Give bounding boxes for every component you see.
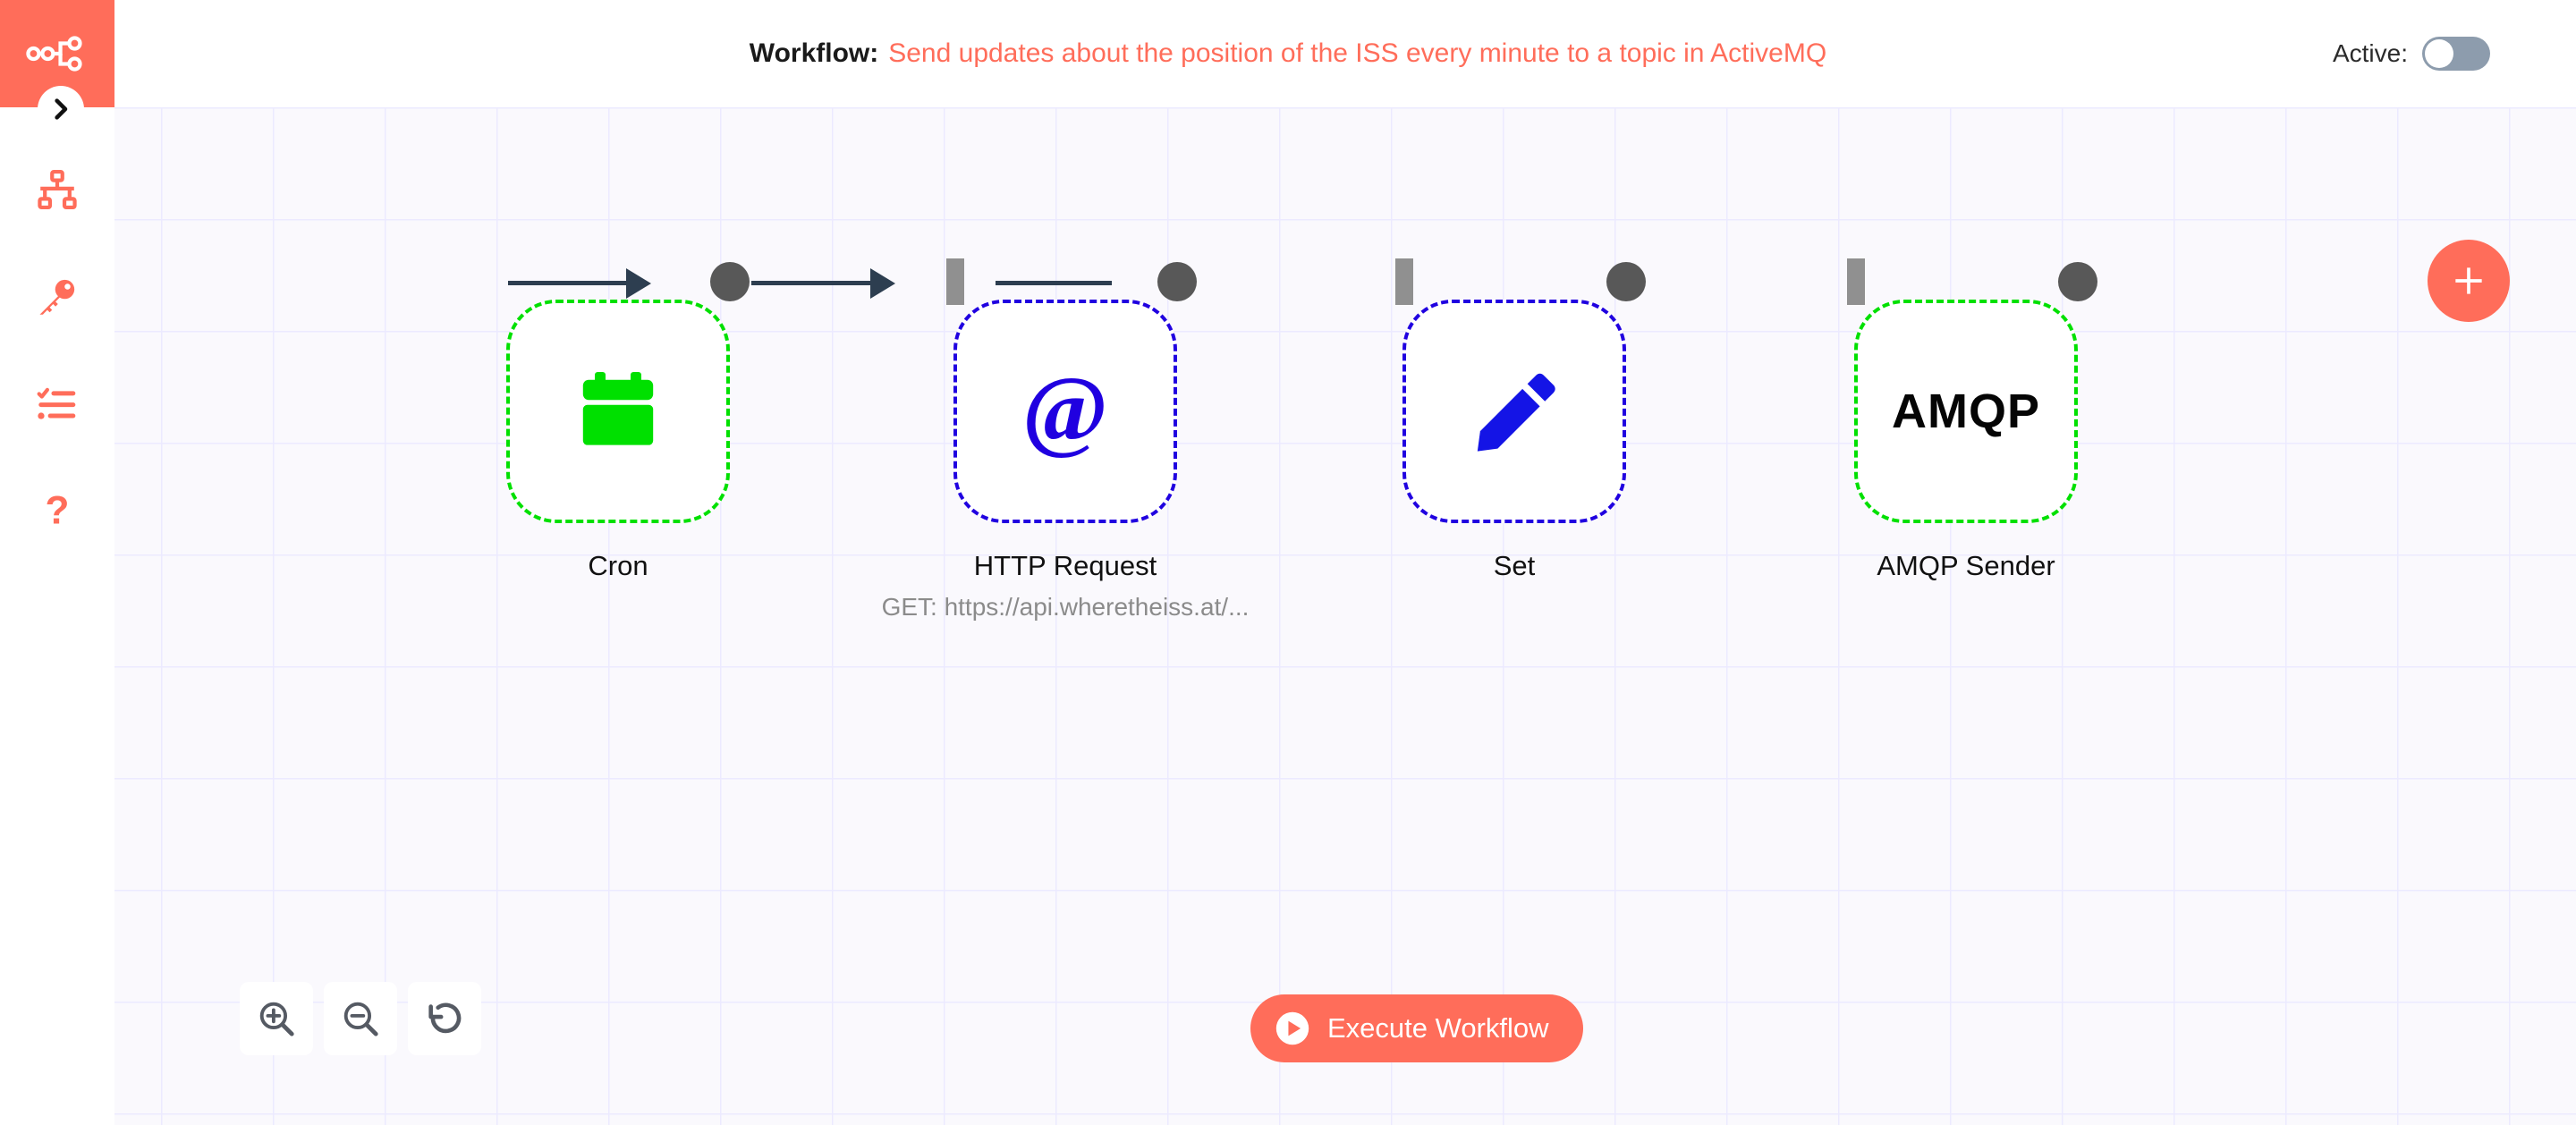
n8n-logo-icon xyxy=(26,36,82,72)
sidebar-item-help[interactable]: ? xyxy=(0,458,114,565)
sitemap-icon xyxy=(38,169,77,210)
add-node-button[interactable] xyxy=(2428,240,2510,322)
zoom-out-button[interactable] xyxy=(324,982,397,1055)
top-header: Workflow: Send updates about the positio… xyxy=(0,0,2576,107)
node-cron-label: Cron xyxy=(588,550,648,581)
calendar-icon xyxy=(582,372,654,445)
undo-icon xyxy=(428,1002,462,1034)
play-circle-icon xyxy=(1275,1011,1309,1045)
node-set-label: Set xyxy=(1493,550,1536,581)
active-label: Active: xyxy=(2332,39,2408,67)
active-toggle-group: Active: xyxy=(2333,0,2490,107)
chevron-right-icon xyxy=(55,98,68,120)
at-sign-icon: @ xyxy=(1022,363,1108,460)
sidebar-expand-button[interactable] xyxy=(38,86,84,132)
workflow-name[interactable]: Send updates about the position of the I… xyxy=(888,38,1827,68)
node-amqp-sender-input-endpoint[interactable] xyxy=(1847,258,1865,305)
svg-text:@: @ xyxy=(1022,363,1108,460)
node-set-input-endpoint[interactable] xyxy=(1395,258,1413,305)
node-http-request-output-endpoint[interactable] xyxy=(1157,262,1197,301)
connection-arrow-cron-http xyxy=(626,268,651,299)
node-http-request-sublabel: GET: https://api.wheretheiss.at/... xyxy=(881,593,1250,621)
node-http-request[interactable]: @ xyxy=(953,300,1177,523)
tasks-icon xyxy=(37,387,76,419)
svg-text:?: ? xyxy=(46,491,70,532)
workflow-label: Workflow: xyxy=(749,38,879,68)
execute-workflow-button[interactable]: Execute Workflow xyxy=(1250,994,1583,1062)
magnifier-plus-icon xyxy=(259,1002,294,1036)
sidebar-item-executions[interactable] xyxy=(0,351,114,458)
node-http-request-label: HTTP Request xyxy=(973,550,1157,581)
workflow-canvas[interactable]: Cron @ HTTP Request GET: https://api.whe… xyxy=(114,107,2576,1125)
amqp-text-icon: AMQP xyxy=(1892,385,2040,438)
node-cron-output-endpoint[interactable] xyxy=(710,262,750,301)
workflow-title: Workflow: Send updates about the positio… xyxy=(0,0,2576,107)
active-toggle-knob xyxy=(2425,39,2453,68)
node-amqp-sender-label: AMQP Sender xyxy=(1877,550,2055,581)
pencil-icon xyxy=(1477,373,1555,452)
reset-zoom-button[interactable] xyxy=(408,982,481,1055)
sidebar-menu: ? xyxy=(0,136,114,565)
key-icon xyxy=(39,279,75,315)
node-amqp-sender[interactable]: AMQP xyxy=(1854,300,2078,523)
plus-icon xyxy=(2455,267,2482,294)
sidebar-item-credentials[interactable] xyxy=(0,243,114,351)
node-set[interactable] xyxy=(1402,300,1626,523)
connection-http-set[interactable] xyxy=(751,281,875,285)
execute-workflow-label: Execute Workflow xyxy=(1327,1012,1549,1044)
zoom-in-button[interactable] xyxy=(240,982,313,1055)
question-mark-icon: ? xyxy=(46,491,70,532)
magnifier-minus-icon xyxy=(343,1002,378,1036)
connection-cron-http[interactable] xyxy=(508,281,631,285)
connection-arrow-http-set xyxy=(870,268,895,299)
zoom-toolbar xyxy=(240,982,481,1055)
node-amqp-sender-output-endpoint[interactable] xyxy=(2058,262,2097,301)
node-set-output-endpoint[interactable] xyxy=(1606,262,1646,301)
node-cron[interactable] xyxy=(506,300,730,523)
connection-set-amqp[interactable] xyxy=(996,281,1112,285)
n8n-logo-button[interactable] xyxy=(0,0,114,107)
node-http-request-input-endpoint[interactable] xyxy=(946,258,964,305)
active-toggle[interactable] xyxy=(2422,37,2490,71)
left-sidebar: ? xyxy=(0,0,114,1125)
sidebar-item-workflows[interactable] xyxy=(0,136,114,243)
